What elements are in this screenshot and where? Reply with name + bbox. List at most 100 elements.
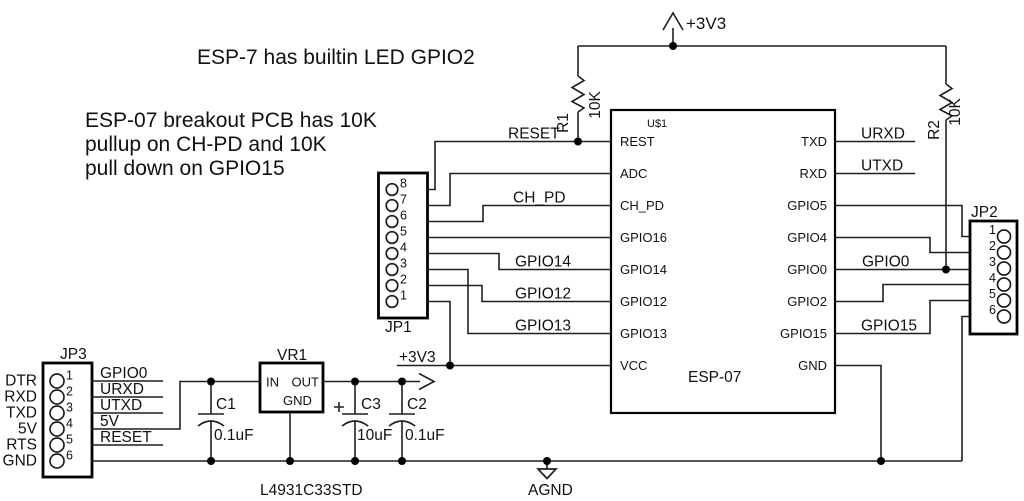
jp1-pin1-hole: [385, 294, 399, 309]
jp3-pin6-hole: [49, 453, 65, 469]
c1-value: 0.1uF: [214, 427, 254, 444]
wire-gpio15: [835, 299, 998, 335]
resistor-r2: R2 10K: [926, 46, 964, 270]
jp1-pin8-hole: [385, 182, 399, 197]
jp1-pin8-num: 8: [400, 177, 407, 191]
vr1-pin-gnd: GND: [283, 393, 312, 408]
jp1-pin1-num: 1: [400, 289, 407, 303]
net-labels: RESET CH_PD GPIO14 GPIO12 GPIO13 URXD UT…: [508, 126, 917, 335]
jp1-pin7-hole: [385, 198, 399, 213]
note-led: ESP-7 has builtin LED GPIO2: [197, 46, 475, 69]
r2-value: 10K: [947, 98, 964, 126]
jp2-refdes: JP2: [971, 204, 998, 221]
jp1-pin6-hole: [385, 214, 399, 229]
jp2-pin6-num: 6: [989, 303, 996, 317]
wire-gpio14: [397, 252, 611, 271]
ic-pin-gpio0: GPIO0: [787, 262, 827, 277]
net-label-gpio14: GPIO14: [515, 254, 571, 271]
jp1-pin4-num: 4: [400, 241, 407, 255]
jp3-net-gpio0: GPIO0: [100, 365, 148, 382]
net-label-ch-pd: CH_PD: [513, 190, 566, 207]
jp1-pin4-hole: [385, 246, 399, 261]
jp1-body: [377, 171, 429, 320]
jp3-net-urxd: URXD: [100, 381, 144, 398]
ic-pin-gpio16: GPIO16: [620, 230, 667, 245]
vr1-pin-out: OUT: [292, 375, 320, 390]
jp3-label-txd: TXD: [6, 405, 37, 422]
resistor-zigzag-icon: [570, 75, 586, 113]
capacitor-c1: C1 0.1uF: [197, 381, 254, 461]
wire-reset: [397, 140, 611, 191]
jp3-pin4-num: 4: [66, 417, 73, 431]
net-label-utxd: UTXD: [861, 158, 903, 175]
jp1-pin2-hole: [385, 278, 399, 293]
wire-gpio2: [835, 283, 998, 303]
jp3-wire-5v: [64, 380, 260, 430]
net-label-gpio15: GPIO15: [861, 318, 917, 335]
ic-pin-adc: ADC: [620, 166, 647, 181]
jp2-pin5-num: 5: [989, 287, 996, 301]
jp1-pin5-hole: [385, 230, 399, 245]
junction-dots: [207, 42, 950, 465]
jp3-refdes: JP3: [60, 346, 87, 363]
jp2-pin1-hole: [996, 229, 1012, 244]
jp3-label-rxd: RXD: [4, 389, 37, 406]
supply-arrow-icon: [662, 11, 684, 31]
net-label-3v3-mid: +3V3: [399, 349, 436, 366]
c2-value: 0.1uF: [405, 427, 445, 444]
wire-ch-pd: [397, 204, 611, 223]
note-breakout-2: pullup on CH-PD and 10K: [85, 133, 327, 156]
jp3-pin2-num: 2: [66, 385, 73, 399]
wire-gpio4: [835, 236, 998, 254]
jp3-net-5v: 5V: [100, 413, 120, 430]
ic-pin-rxd: RXD: [800, 166, 827, 181]
jp1-pin5-num: 5: [400, 225, 407, 239]
jp3-pin3-hole: [49, 405, 65, 421]
vr1-pin-in: IN: [266, 375, 279, 390]
resistor-zigzag-icon: [938, 83, 954, 121]
ic-pin-gpio12: GPIO12: [620, 294, 667, 309]
left-net-wires: [397, 140, 611, 367]
jp1-pin7-num: 7: [400, 193, 407, 207]
note-annotations: ESP-7 has builtin LED GPIO2 ESP-07 break…: [85, 46, 475, 180]
ic-pin-gnd: GND: [798, 358, 827, 373]
jp1-refdes: JP1: [385, 319, 412, 336]
ic-value: ESP-07: [688, 369, 741, 386]
jp3-net-reset: RESET: [100, 429, 152, 446]
jp2-pin5-hole: [996, 293, 1012, 308]
note-breakout-1: ESP-07 breakout PCB has 10K: [85, 109, 377, 132]
jp3-label-5v: 5V: [18, 421, 38, 438]
jp3-label-dtr: DTR: [5, 373, 37, 390]
wire-ic-gnd: [835, 364, 882, 461]
ic-pin-gpio15: GPIO15: [780, 326, 827, 341]
ic-pin-gpio2: GPIO2: [787, 294, 827, 309]
ic-pin-gpio5: GPIO5: [787, 198, 827, 213]
jp2-pin3-num: 3: [989, 255, 996, 269]
c1-refdes: C1: [216, 396, 236, 413]
jp2-pin1-num: 1: [989, 223, 996, 237]
supply-3v3-label: +3V3: [686, 14, 726, 33]
ic-pin-gpio14: GPIO14: [620, 262, 667, 277]
resistor-r1: R1 10K: [555, 46, 604, 142]
capacitor-c2: C2 0.1uF: [388, 381, 445, 461]
connector-jp3: 1 2 3 4 5 6 JP3 DTR RXD TXD 5V RTS GND G…: [3, 346, 962, 479]
net-label-reset: RESET: [508, 126, 560, 143]
jp2-pin3-hole: [996, 261, 1012, 276]
vr1-part-number: L4931C33STD: [260, 482, 363, 499]
jp2-pin6-hole: [996, 309, 1012, 324]
wire-gpio12: [397, 284, 611, 303]
net-label-gpio12: GPIO12: [515, 286, 571, 303]
ic-pin-gpio13: GPIO13: [620, 326, 667, 341]
jp1-pin3-num: 3: [400, 257, 407, 271]
ic-esp07: U$1 ESP-07 REST ADC CH_PD GPIO16 GPIO14 …: [609, 108, 837, 415]
jp3-pin4-hole: [49, 421, 65, 437]
c2-refdes: C2: [407, 396, 427, 413]
c3-refdes: C3: [361, 396, 381, 413]
jp3-pin1-num: 1: [66, 369, 73, 383]
agnd-label: AGND: [528, 482, 573, 499]
jp3-label-rts: RTS: [6, 437, 37, 454]
jp3-pin5-num: 5: [66, 433, 73, 447]
jp3-pin5-hole: [49, 437, 65, 453]
